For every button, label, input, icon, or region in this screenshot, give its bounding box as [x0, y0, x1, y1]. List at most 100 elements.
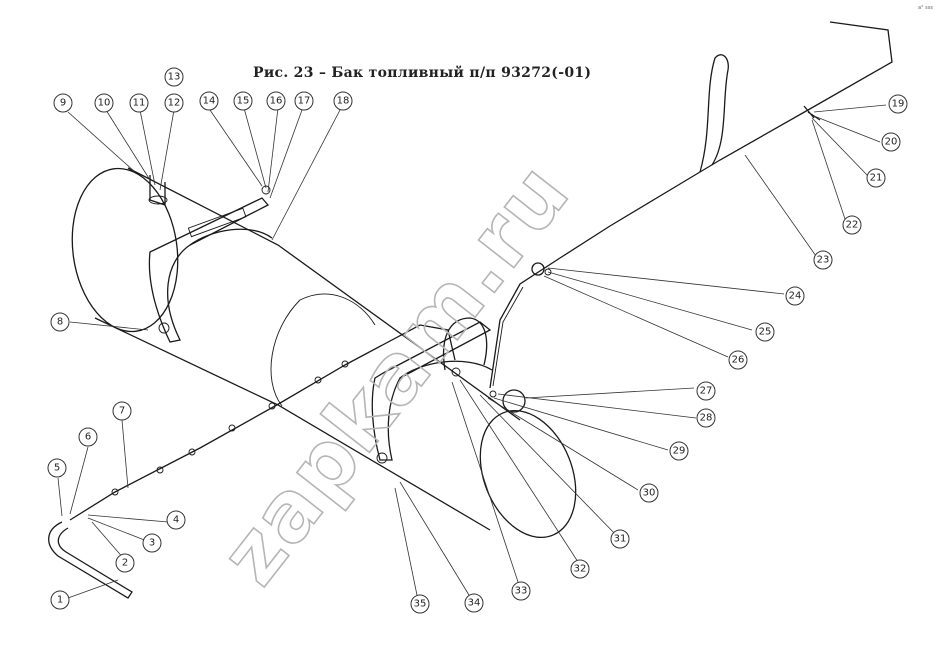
- callout-11: 11: [129, 93, 149, 113]
- vent-connector-nut: [544, 268, 552, 276]
- svg-text:5: 5: [54, 463, 60, 474]
- svg-text:21: 21: [870, 173, 883, 184]
- callout-24: 24: [785, 286, 805, 306]
- callout-32: 32: [570, 559, 590, 579]
- svg-text:28: 28: [700, 413, 713, 424]
- pipe-clip-b: [156, 466, 164, 474]
- svg-text:30: 30: [643, 488, 656, 499]
- svg-text:13: 13: [168, 72, 181, 83]
- callout-30: 30: [639, 483, 659, 503]
- right-bracket-bolt: [376, 452, 388, 464]
- svg-text:2: 2: [122, 558, 128, 569]
- svg-text:25: 25: [759, 327, 772, 338]
- svg-text:4: 4: [173, 515, 179, 526]
- vent-connector: [531, 262, 545, 276]
- right-u-bolt: [442, 317, 488, 371]
- svg-text:14: 14: [203, 96, 216, 107]
- corner-mark: a° sss: [918, 5, 933, 11]
- callout-22: 22: [842, 215, 862, 235]
- callout-12: 12: [164, 93, 184, 113]
- pipe-clip-c: [188, 448, 196, 456]
- vent-line-hanger: [699, 54, 729, 173]
- callout-16: 16: [266, 91, 286, 111]
- callout-9: 9: [53, 93, 73, 113]
- pipe-clip-d: [228, 424, 236, 432]
- right-bracket-mid-bolt: [451, 367, 461, 377]
- svg-text:15: 15: [237, 96, 250, 107]
- callout-19: 19: [888, 94, 908, 114]
- right-mounting-bracket: [371, 321, 492, 461]
- svg-text:6: 6: [85, 432, 91, 443]
- svg-text:32: 32: [574, 564, 587, 575]
- svg-text:18: 18: [337, 96, 350, 107]
- filler-neck-cap: [148, 195, 168, 205]
- callout-18: 18: [333, 91, 353, 111]
- svg-text:11: 11: [133, 98, 146, 109]
- svg-text:8: 8: [57, 317, 63, 328]
- vent-line-inner: [492, 286, 524, 387]
- svg-text:16: 16: [270, 96, 283, 107]
- left-strap: [189, 228, 273, 246]
- callout-35: 35: [410, 594, 430, 614]
- callout-27: 27: [696, 381, 716, 401]
- callout-15: 15: [233, 91, 253, 111]
- callouts: 1 2 3 4 5 6 7 8 9 10 11 12 13 14 15 16 1…: [47, 67, 908, 614]
- callout-4: 4: [166, 510, 186, 530]
- callout-25: 25: [755, 322, 775, 342]
- callout-14: 14: [199, 91, 219, 111]
- svg-text:20: 20: [885, 137, 898, 148]
- left-bracket-slot: [187, 207, 247, 238]
- callout-21: 21: [866, 168, 886, 188]
- callout-10: 10: [94, 93, 114, 113]
- callout-6: 6: [78, 427, 98, 447]
- left-bracket-bolt: [158, 322, 170, 334]
- svg-text:19: 19: [892, 99, 905, 110]
- tank-left-end: [71, 167, 179, 333]
- sender-fitting: [489, 390, 497, 398]
- callout-33: 33: [511, 581, 531, 601]
- filler-neck: [149, 175, 166, 206]
- svg-text:9: 9: [60, 98, 66, 109]
- pipe-clip-e: [268, 402, 276, 410]
- pipe-clip-f: [314, 376, 322, 384]
- tank-right-end: [479, 409, 577, 539]
- left-mounting-bracket: [148, 197, 270, 343]
- pipe-clip-a: [111, 488, 119, 496]
- callout-17: 17: [294, 91, 314, 111]
- svg-text:29: 29: [673, 446, 686, 457]
- svg-text:22: 22: [846, 220, 859, 231]
- callout-13: 13: [164, 67, 184, 87]
- pipe-clip-g: [341, 360, 349, 368]
- svg-text:12: 12: [168, 98, 181, 109]
- callout-20: 20: [881, 132, 901, 152]
- svg-text:7: 7: [119, 406, 125, 417]
- callout-1: 1: [50, 590, 70, 610]
- tank-middle-seam: [270, 293, 376, 407]
- callout-26: 26: [728, 350, 748, 370]
- callout-28: 28: [696, 408, 716, 428]
- callout-8: 8: [50, 312, 70, 332]
- svg-text:17: 17: [298, 96, 311, 107]
- callout-29: 29: [669, 441, 689, 461]
- fuel-pipe-lower: [69, 324, 456, 521]
- fuel-sender-unit: [502, 389, 526, 413]
- callout-31: 31: [610, 529, 630, 549]
- callout-2: 2: [115, 553, 135, 573]
- callout-7: 7: [112, 401, 132, 421]
- callout-3: 3: [142, 533, 162, 553]
- svg-text:23: 23: [817, 255, 830, 266]
- figure-title: Рис. 23 – Бак топливный п/п 93272(-01): [253, 64, 591, 81]
- watermark-text: zapkam.ru: [203, 146, 589, 602]
- svg-text:33: 33: [515, 586, 528, 597]
- svg-text:35: 35: [414, 599, 427, 610]
- svg-text:26: 26: [732, 355, 745, 366]
- svg-text:27: 27: [700, 386, 713, 397]
- svg-text:1: 1: [57, 595, 63, 606]
- left-bracket-top-bolt: [261, 185, 271, 195]
- svg-text:3: 3: [149, 538, 155, 549]
- callout-23: 23: [813, 250, 833, 270]
- svg-text:10: 10: [98, 98, 111, 109]
- tank-body-outline: [94, 167, 521, 531]
- svg-text:34: 34: [468, 598, 481, 609]
- callout-5: 5: [47, 458, 67, 478]
